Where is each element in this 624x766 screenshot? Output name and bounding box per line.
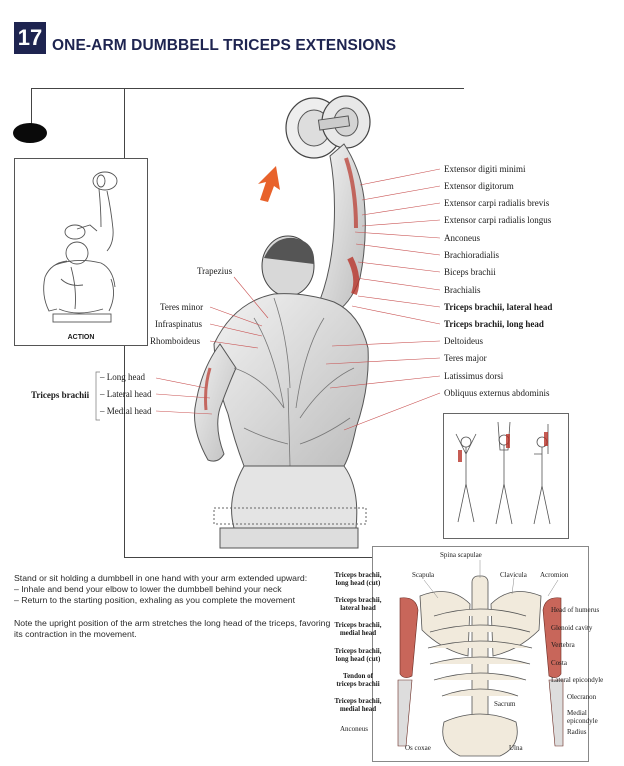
description-intro: Stand or sit holding a dumbbell in one h… (14, 573, 308, 583)
skel-scapula: Scapula (412, 571, 435, 579)
skel-left-label: Triceps brachii, lateral head (334, 596, 382, 612)
skel-right-label: Medial epicondyle (567, 709, 598, 725)
variations-figures (455, 421, 551, 525)
skel-acromion: Acromion (540, 571, 569, 579)
description-step-2: – Return to the starting position, exhal… (14, 595, 296, 606)
main-back-muscle-illustration (194, 95, 371, 549)
label-brachialis: Brachialis (444, 285, 481, 295)
label-obliquus-externus: Obliquus externus abdominis (444, 388, 550, 398)
description-block: Stand or sit holding a dumbbell in one h… (14, 573, 334, 607)
action-figure-illustration (43, 171, 118, 323)
skel-right-label: Olecranon (567, 693, 597, 701)
skel-right-label: Head of humerus (551, 606, 600, 614)
exercise-number-badge: 17 (14, 22, 46, 54)
label-teres-minor: Teres minor (160, 302, 204, 312)
skel-left-label: Anconeus (340, 725, 368, 733)
label-extensor-digitorum: Extensor digitorum (444, 181, 514, 191)
skel-clavicula: Clavicula (500, 571, 527, 579)
label-brachioradialis: Brachioradialis (444, 250, 499, 260)
label-long-head: – Long head (100, 372, 145, 382)
exercise-number: 17 (17, 25, 43, 50)
skel-right-label: Glenoid cavity (551, 624, 593, 632)
label-trapezius: Trapezius (197, 266, 233, 276)
skel-left-label: Tendon of triceps brachii (336, 672, 380, 688)
skel-spina-scapulae: Spina scapulae (440, 551, 482, 559)
skel-right-label: Lateral epicondyle (551, 676, 604, 684)
label-infraspinatus: Infraspinatus (155, 319, 202, 329)
label-extensor-carpi-radialis-brevis: Extensor carpi radialis brevis (444, 198, 550, 208)
label-triceps-long-head: Triceps brachii, long head (444, 319, 544, 329)
skel-left-label: Triceps brachii, long head (cut) (334, 647, 382, 663)
description-note: Note the upright position of the arm str… (14, 617, 331, 639)
black-oval-marker (13, 123, 47, 143)
triceps-bracket (95, 371, 100, 421)
variations-illustration-box (443, 413, 569, 539)
label-medial-head: – Medial head (100, 406, 152, 416)
movement-arrow (258, 166, 280, 202)
label-lateral-head: – Lateral head (100, 389, 152, 399)
skel-right-label: Vertebra (551, 641, 575, 649)
main-frame-top (124, 88, 464, 89)
dumbbell-shape (285, 95, 371, 159)
description-step-1: – Inhale and bend your elbow to lower th… (14, 584, 282, 595)
label-extensor-digiti-minimi: Extensor digiti minimi (444, 164, 526, 174)
label-extensor-carpi-radialis-longus: Extensor carpi radialis longus (444, 215, 552, 225)
label-latissimus-dorsi: Latissimus dorsi (444, 371, 504, 381)
skel-right-label: Costa (551, 659, 567, 667)
page-title: ONE-ARM DUMBBELL TRICEPS EXTENSIONS (52, 37, 397, 54)
skel-right-label: Radius (567, 728, 587, 736)
skel-left-label: Triceps brachii, long head (cut) (334, 571, 382, 587)
skeleton-illustration (397, 560, 564, 757)
label-triceps-lateral-head: Triceps brachii, lateral head (444, 302, 553, 312)
skel-left-label: Triceps brachii, medial head (334, 621, 382, 637)
skel-ulna: Ulna (509, 744, 523, 752)
main-frame-bottom (124, 557, 372, 558)
skel-os-coxae: Os coxae (405, 744, 431, 752)
skel-left-label: Triceps brachii, medial head (334, 697, 382, 713)
frame-line-top (31, 88, 125, 89)
label-biceps-brachii: Biceps brachii (444, 267, 496, 277)
label-triceps-group: Triceps brachii (31, 390, 90, 400)
label-teres-major: Teres major (444, 353, 487, 363)
action-label: ACTION (67, 334, 95, 341)
frame-line-left (31, 88, 32, 124)
skel-sacrum: Sacrum (494, 700, 516, 708)
exercise-description: Stand or sit holding a dumbbell in one h… (14, 573, 334, 651)
action-illustration-box: ACTION (14, 158, 148, 346)
label-rhomboideus: Rhomboideus (150, 336, 201, 346)
label-anconeus: Anconeus (444, 233, 480, 243)
label-deltoideus: Deltoideus (444, 336, 483, 346)
